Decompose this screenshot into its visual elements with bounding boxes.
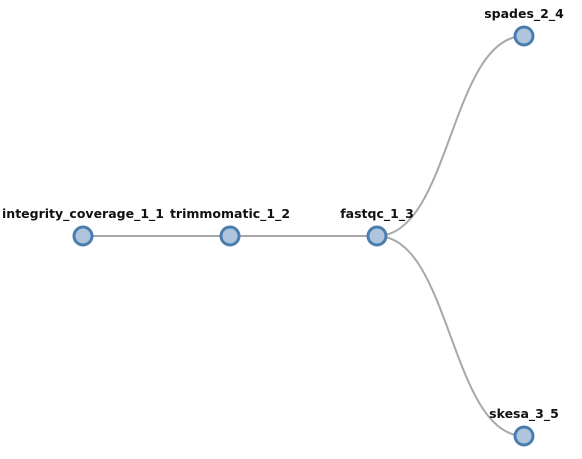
node-label: trimmomatic_1_2 (170, 206, 290, 222)
node-n3[interactable]: fastqc_1_3 (340, 206, 414, 247)
node-label: skesa_3_5 (489, 406, 559, 422)
node-circle[interactable] (72, 225, 94, 247)
node-label: spades_2_4 (484, 6, 564, 22)
node-n4[interactable]: spades_2_4 (484, 6, 564, 47)
node-n5[interactable]: skesa_3_5 (489, 406, 559, 447)
edge-n3-n4 (376, 35, 525, 237)
node-n1[interactable]: integrity_coverage_1_1 (2, 206, 164, 247)
node-label: integrity_coverage_1_1 (2, 206, 164, 222)
node-label: fastqc_1_3 (340, 206, 414, 222)
node-circle[interactable] (366, 225, 388, 247)
node-circle[interactable] (513, 425, 535, 447)
node-n2[interactable]: trimmomatic_1_2 (170, 206, 290, 247)
node-circle[interactable] (219, 225, 241, 247)
edge-n3-n5 (376, 235, 525, 437)
node-layer: integrity_coverage_1_1 trimmomatic_1_2 fas… (2, 6, 564, 447)
edge-layer (83, 35, 525, 437)
node-circle[interactable] (513, 25, 535, 47)
